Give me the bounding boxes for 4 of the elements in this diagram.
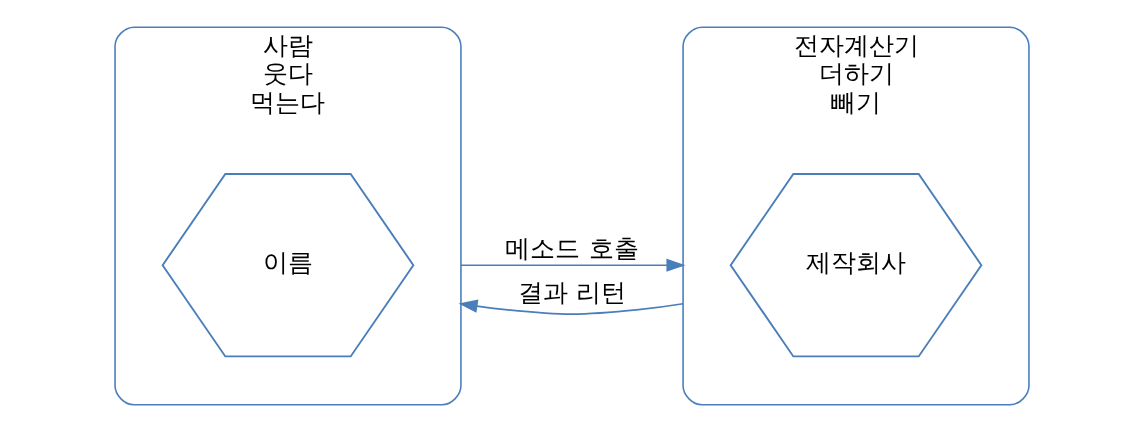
edge-label: 메소드 호출 bbox=[505, 232, 639, 263]
arrow bbox=[458, 299, 684, 315]
edge-label: 결과 리턴 bbox=[517, 277, 627, 308]
arrow bbox=[460, 258, 686, 272]
